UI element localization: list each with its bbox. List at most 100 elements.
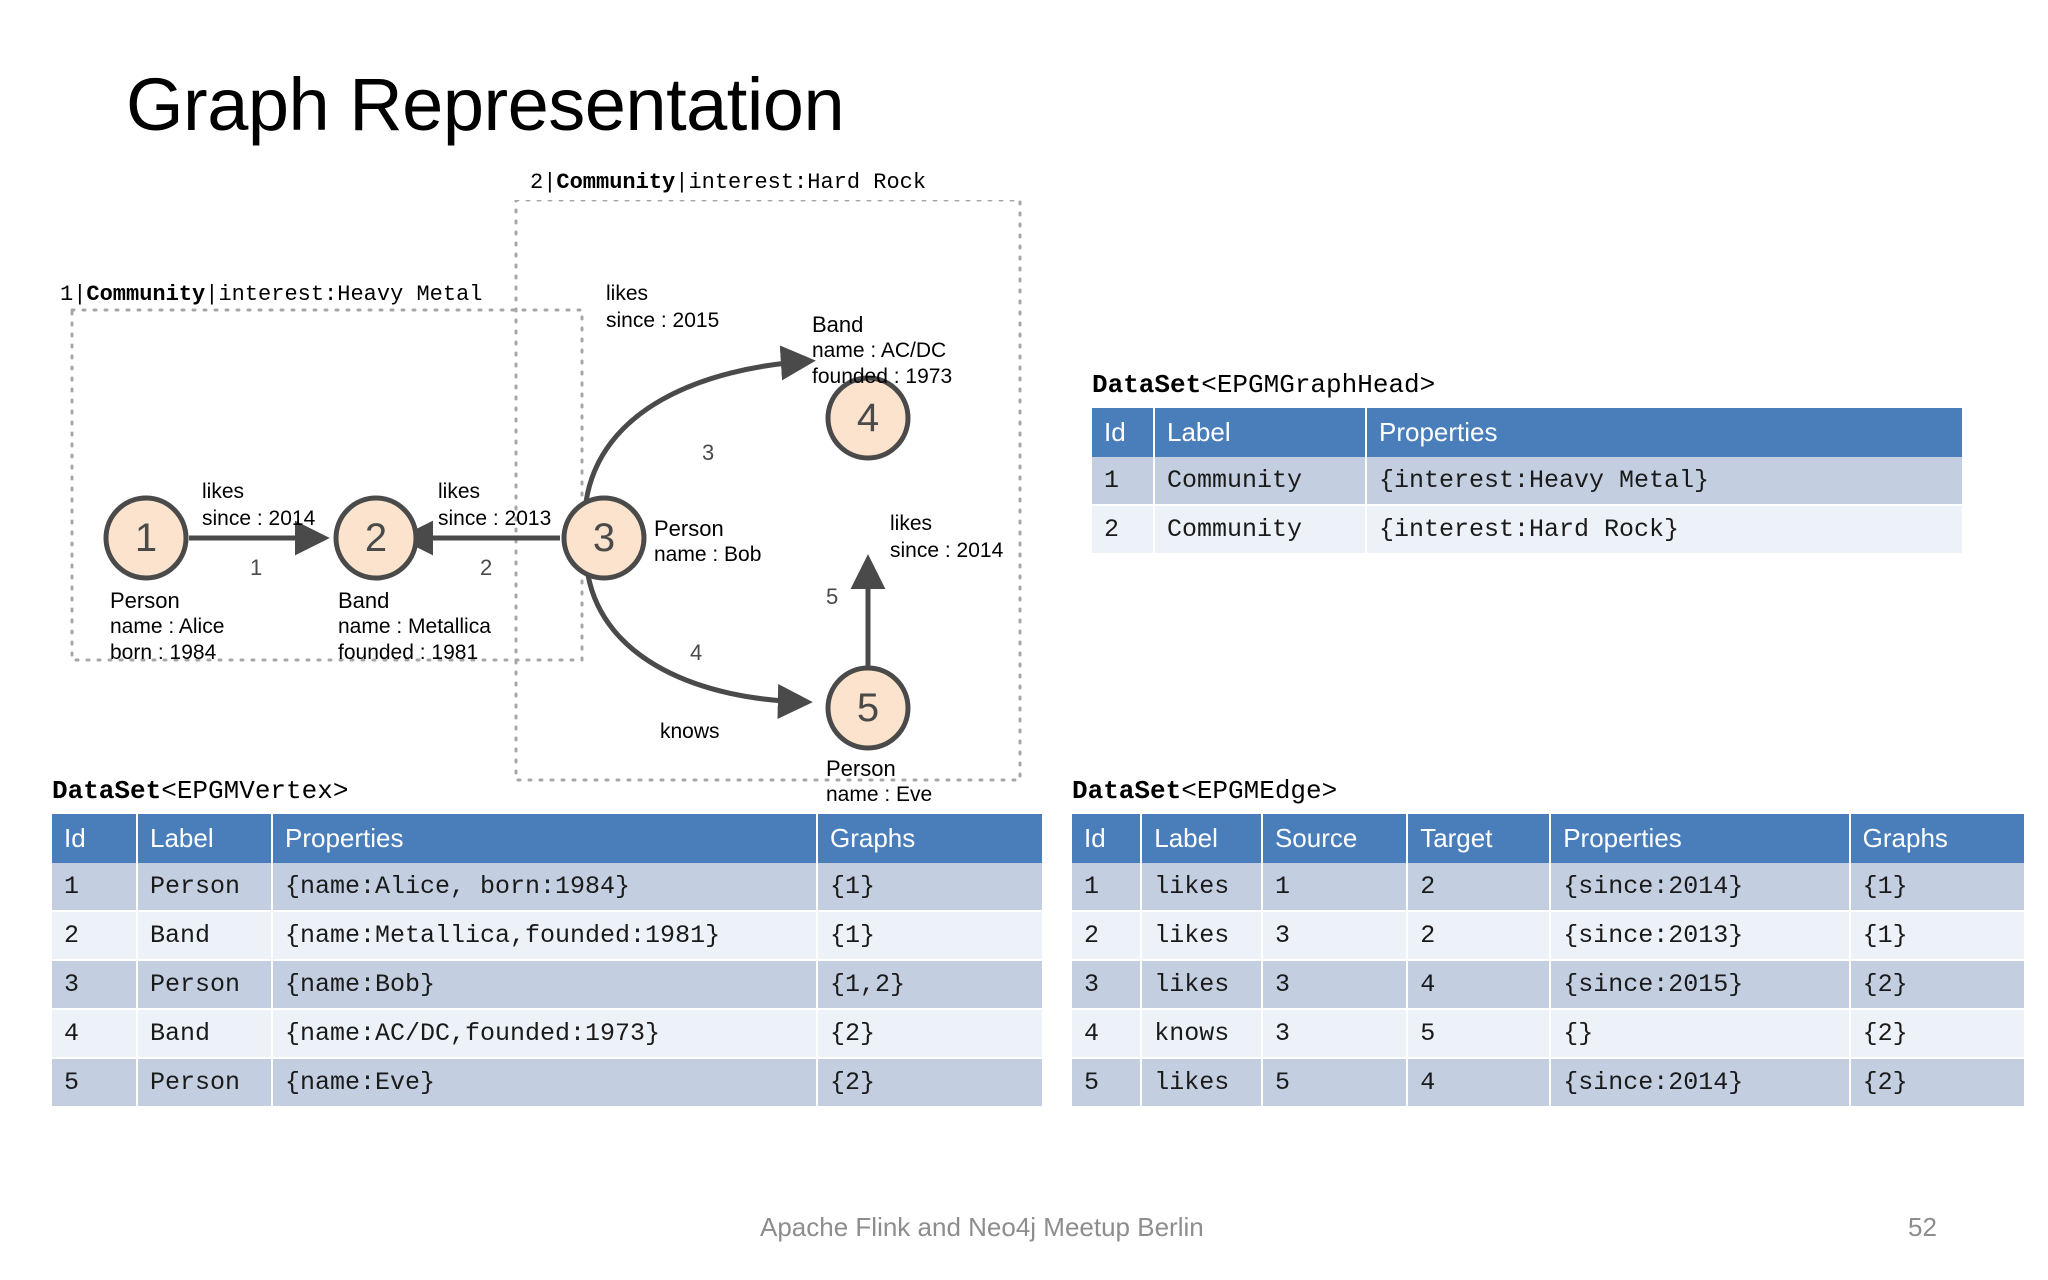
node-4-annotation: Band name : AC/DC founded : 1973 <box>812 312 952 390</box>
column-header-properties[interactable]: Properties <box>1366 408 1962 457</box>
cell-label: likes <box>1141 863 1263 912</box>
table-row: 4 knows 3 5 {} {2} <box>1072 1009 2024 1059</box>
cell-label: Person <box>137 1058 273 1108</box>
cell-properties: {interest:Heavy Metal} <box>1366 457 1962 506</box>
community-box-1-caption: 1|Community|interest:Heavy Metal <box>60 282 483 307</box>
graph-node-5[interactable]: 5 <box>825 665 911 751</box>
edge-line-4 <box>585 574 813 719</box>
node-2-prop-1: name : Metallica <box>338 615 491 638</box>
edge-3-prop: since : 2015 <box>606 309 720 332</box>
column-header-id[interactable]: Id <box>1092 408 1155 457</box>
cell-label: Community <box>1154 457 1367 506</box>
cell-graphs: {2} <box>1849 1058 2024 1108</box>
table-row: 1 Community {interest:Heavy Metal} <box>1092 457 1962 506</box>
edge-id-5: 5 <box>826 584 839 609</box>
edge-1-annotation: likes since : 2014 <box>202 478 315 532</box>
cell-properties: {} <box>1550 1009 1851 1059</box>
graph-node-4[interactable]: 4 <box>825 375 911 461</box>
footer-page-number: 52 <box>1908 1212 1937 1242</box>
cell-source: 3 <box>1261 960 1409 1010</box>
cell-source: 1 <box>1261 863 1409 912</box>
cell-graphs: {1} <box>1849 911 2024 961</box>
community-2-properties: interest:Hard Rock <box>688 170 927 195</box>
vertex-table-block: DataSet<EPGMVertex> Id Label Properties … <box>52 776 1042 1108</box>
edge-3-label: likes <box>606 282 649 305</box>
cell-id: 4 <box>52 1009 138 1059</box>
cell-id: 1 <box>1092 457 1155 506</box>
table-header-row: Id Label Source Target Properties Graphs <box>1072 814 2024 863</box>
node-5-prop-1: name : Eve <box>826 783 933 806</box>
edge-1-label: likes <box>202 480 245 503</box>
cell-properties: {since:2013} <box>1550 911 1851 961</box>
cell-id: 5 <box>1072 1058 1143 1108</box>
edge-id-1: 1 <box>250 555 263 580</box>
cell-label: likes <box>1141 960 1263 1010</box>
svg-text:5: 5 <box>857 686 879 730</box>
node-1-prop-2: born : 1984 <box>110 641 217 664</box>
column-header-label[interactable]: Label <box>1154 408 1367 457</box>
node-4-prop-1: name : AC/DC <box>812 339 947 362</box>
cell-properties: {name:AC/DC,founded:1973} <box>272 1009 818 1059</box>
column-header-graphs[interactable]: Graphs <box>817 814 1042 863</box>
column-header-graphs[interactable]: Graphs <box>1849 814 2024 863</box>
cell-target: 4 <box>1407 960 1552 1010</box>
table-row: 3 Person {name:Bob} {1,2} <box>52 960 1042 1010</box>
table-row: 5 likes 5 4 {since:2014} {2} <box>1072 1058 2024 1108</box>
edge-table: Id Label Source Target Properties Graphs… <box>1072 814 2024 1108</box>
table-row: 4 Band {name:AC/DC,founded:1973} {2} <box>52 1009 1042 1059</box>
cell-label: Band <box>137 911 273 961</box>
column-header-id[interactable]: Id <box>1072 814 1143 863</box>
cell-target: 2 <box>1407 863 1552 912</box>
cell-properties: {since:2014} <box>1550 1058 1851 1108</box>
cell-label: Community <box>1154 505 1367 555</box>
community-1-label: Community <box>86 282 206 307</box>
cell-id: 1 <box>52 863 138 912</box>
edge-5-label: likes <box>890 512 933 535</box>
table-row: 2 Band {name:Metallica,founded:1981} {1} <box>52 911 1042 961</box>
column-header-label[interactable]: Label <box>1141 814 1263 863</box>
cell-properties: {name:Metallica,founded:1981} <box>272 911 818 961</box>
cell-id: 4 <box>1072 1009 1143 1059</box>
cell-id: 2 <box>1092 505 1155 555</box>
cell-id: 5 <box>52 1058 138 1108</box>
cell-id: 1 <box>1072 863 1143 912</box>
column-header-label[interactable]: Label <box>137 814 273 863</box>
cell-label: Band <box>137 1009 273 1059</box>
column-header-target[interactable]: Target <box>1407 814 1552 863</box>
graphhead-caption-bold: DataSet <box>1092 370 1202 400</box>
cell-source: 5 <box>1261 1058 1409 1108</box>
cell-graphs: {2} <box>1849 960 2024 1010</box>
column-header-source[interactable]: Source <box>1261 814 1409 863</box>
edge-2-prop: since : 2013 <box>438 507 552 530</box>
node-3-prop-1: name : Bob <box>654 543 762 566</box>
page-title: Graph Representation <box>126 63 845 146</box>
cell-graphs: {1,2} <box>817 960 1042 1010</box>
cell-source: 3 <box>1261 1009 1409 1059</box>
graph-node-3[interactable]: 3 <box>561 495 647 581</box>
edge-2-annotation: likes since : 2013 <box>438 478 551 532</box>
cell-graphs: {2} <box>817 1058 1042 1108</box>
community-2-label: Community <box>556 170 676 195</box>
cell-graphs: {1} <box>817 863 1042 912</box>
column-header-id[interactable]: Id <box>52 814 138 863</box>
graphhead-caption-rest: <EPGMGraphHead> <box>1201 370 1436 400</box>
graph-node-1[interactable]: 1 <box>103 495 189 581</box>
node-5-annotation: Person name : Eve <box>826 756 932 808</box>
table-row: 3 likes 3 4 {since:2015} {2} <box>1072 960 2024 1010</box>
svg-text:2: 2 <box>365 516 387 560</box>
cell-properties: {name:Bob} <box>272 960 818 1010</box>
cell-properties: {name:Eve} <box>272 1058 818 1108</box>
svg-text:1: 1 <box>135 516 157 560</box>
column-header-properties[interactable]: Properties <box>272 814 818 863</box>
vertex-table-caption: DataSet<EPGMVertex> <box>52 776 1042 806</box>
column-header-properties[interactable]: Properties <box>1550 814 1851 863</box>
cell-properties: {interest:Hard Rock} <box>1366 505 1962 555</box>
graphhead-table: Id Label Properties 1 Community {interes… <box>1092 408 1962 555</box>
graph-node-2[interactable]: 2 <box>333 495 419 581</box>
node-1-annotation: Person name : Alice born : 1984 <box>110 588 224 666</box>
cell-label: likes <box>1141 911 1263 961</box>
cell-graphs: {2} <box>1849 1009 2024 1059</box>
community-box-2-caption: 2|Community|interest:Hard Rock <box>530 170 927 195</box>
cell-label: Person <box>137 863 273 912</box>
community-box-1 <box>70 308 584 662</box>
